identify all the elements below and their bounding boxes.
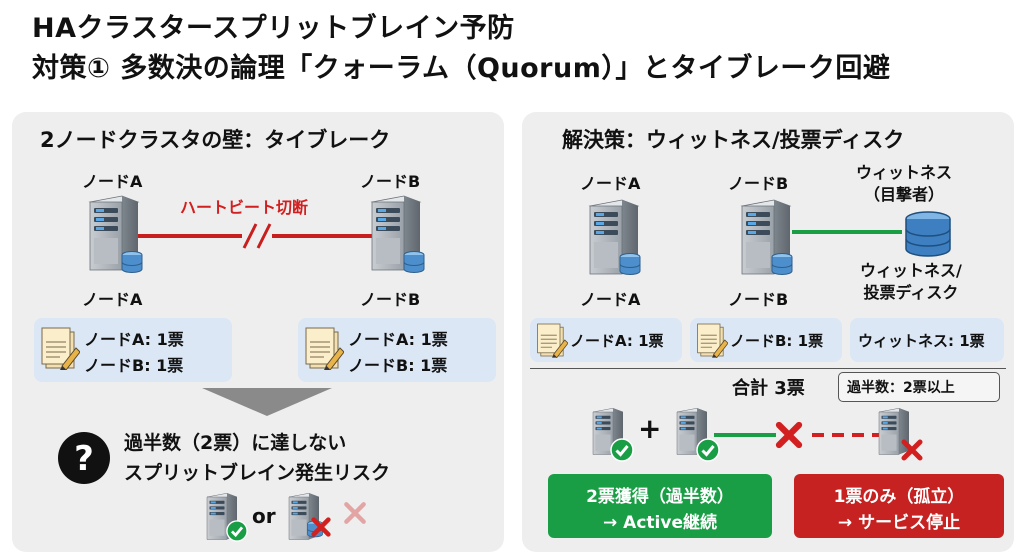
vote-box-node-a: ノードA: 1票 ノードB: 1票 — [34, 318, 232, 382]
total-votes: 合計 3票 — [732, 378, 805, 399]
witness-disk-icon — [905, 211, 951, 257]
x-mark-icon — [310, 516, 332, 538]
active-result-badge: 2票獲得（過半数） → Active継続 — [548, 474, 772, 538]
vote-line-a: ノードA: 1票 — [348, 330, 448, 349]
witness-bottom-label: ウィットネス/ 投票ディスク — [860, 261, 962, 302]
or-text: or — [252, 504, 276, 528]
x-mark-icon — [900, 438, 924, 462]
node-b-bottom-label: ノードB — [360, 290, 421, 309]
vote-line: ノードB: 1票 — [730, 332, 824, 350]
witness-top-label: ウィットネス （目撃者） — [856, 163, 953, 204]
node-b-top-label: ノードB — [360, 172, 421, 191]
heartbeat-cut-label: ハートビート切断 — [180, 198, 309, 217]
node-b-disk-icon — [402, 250, 426, 274]
vote-box-node-a: ノードA: 1票 — [530, 318, 682, 362]
score-sheet-icon — [536, 322, 568, 358]
stop-line-2: → サービス停止 — [837, 513, 961, 533]
tiebreak-panel-title: 2ノードクラスタの壁：タイブレーク — [40, 128, 391, 152]
partition-link — [714, 433, 890, 437]
vote-line-a: ノードA: 1票 — [84, 330, 184, 349]
score-sheet-icon — [40, 326, 80, 370]
question-icon: ? — [58, 432, 110, 484]
vote-line-b: ノードB: 1票 — [84, 356, 184, 375]
stop-result-badge: 1票のみ（孤立） → サービス停止 — [794, 474, 1004, 538]
majority-badge: 過半数：2票以上 — [838, 372, 1000, 402]
node-a-top-label: ノードA — [82, 172, 143, 191]
node-a-disk-icon — [120, 250, 144, 274]
vote-line: ウィットネス: 1票 — [858, 332, 985, 350]
plus-sign: + — [638, 412, 662, 445]
score-sheet-icon — [304, 326, 344, 370]
title-line-2: 対策① 多数決の論理「クォーラム（Quorum）」とタイブレーク回避 — [32, 53, 891, 84]
vote-line-b: ノードB: 1票 — [348, 356, 448, 375]
node-b-top-label: ノードB — [728, 174, 789, 193]
active-line-1: 2票獲得（過半数） — [586, 487, 734, 507]
vote-box-node-b: ノードB: 1票 — [690, 318, 842, 362]
divider — [530, 368, 1006, 369]
x-mark-icon — [774, 420, 804, 450]
vote-line: ノードA: 1票 — [570, 332, 664, 350]
witness-link — [792, 230, 902, 234]
risk-line-2: スプリットブレイン発生リスク — [124, 462, 391, 484]
majority-text: 過半数：2票以上 — [847, 380, 955, 396]
node-a-bottom-label: ノードA — [82, 290, 143, 309]
tiebreak-panel: 2ノードクラスタの壁：タイブレーク ノードA ノードB ハートビート切断 ノード… — [12, 112, 504, 552]
node-a-bottom-label: ノードA — [580, 290, 641, 309]
check-icon — [610, 438, 634, 462]
node-b-bottom-label: ノードB — [728, 290, 789, 309]
score-sheet-icon — [696, 322, 728, 358]
down-arrow-icon — [202, 388, 332, 416]
heartbeat-link — [132, 223, 382, 249]
witness-panel: 解決策：ウィットネス/投票ディスク ノードA ノードB ウィットネス （目撃者）… — [522, 112, 1014, 552]
witness-panel-title: 解決策：ウィットネス/投票ディスク — [562, 128, 905, 152]
node-a-disk-icon — [618, 252, 642, 276]
check-icon — [226, 520, 248, 542]
node-b-disk-icon — [770, 252, 794, 276]
vote-box-witness: ウィットネス: 1票 — [850, 318, 1004, 362]
title-line-1: HAクラスタースプリットブレイン予防 — [32, 13, 515, 44]
risk-line-1: 過半数（2票）に達しない — [124, 432, 347, 454]
node-a-top-label: ノードA — [580, 174, 641, 193]
vote-box-node-b: ノードA: 1票 ノードB: 1票 — [298, 318, 496, 382]
x-faint-icon — [342, 500, 368, 526]
svg-text:?: ? — [74, 439, 94, 479]
active-line-2: → Active継続 — [603, 513, 717, 533]
stop-line-1: 1票のみ（孤立） — [833, 487, 965, 507]
